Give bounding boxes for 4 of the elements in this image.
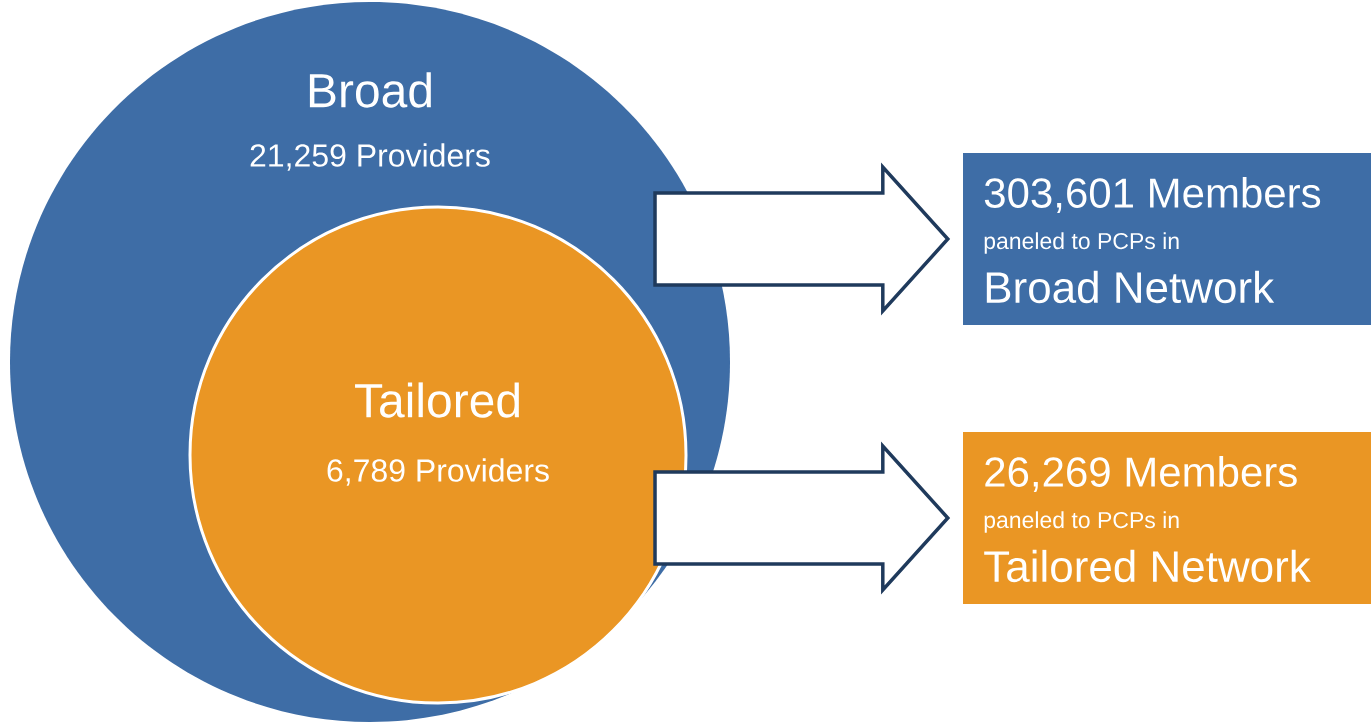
info-box: 26,269 Members paneled to PCPs in Tailored Network: [963, 432, 1371, 604]
block-arrow: [653, 162, 951, 316]
info-box: 303,601 Members paneled to PCPs in Broad Network: [963, 153, 1371, 325]
block-arrow: [653, 441, 951, 595]
